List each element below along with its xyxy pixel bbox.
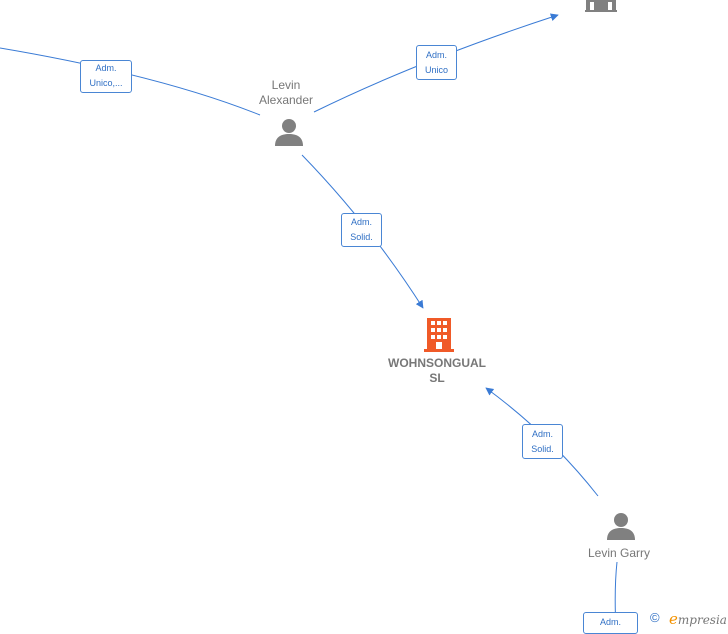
edge-label-line2: Solid. xyxy=(531,444,554,454)
company-name-line1: WOHNSONGUAL xyxy=(388,356,486,370)
person-icon[interactable] xyxy=(606,512,636,540)
edge-label-alexander-to-company[interactable]: Adm. Solid. xyxy=(341,213,382,247)
edge-label-line1: Adm. xyxy=(599,617,621,627)
company-building-icon[interactable] xyxy=(585,0,617,14)
edge-label-line2: Solid. xyxy=(350,232,373,242)
copyright-symbol: © xyxy=(650,610,660,625)
edge-label-top-right[interactable]: Adm. Unico xyxy=(416,45,457,80)
person-name-line1: Levin xyxy=(271,78,301,92)
edge-label-line1: Adm. xyxy=(95,63,117,73)
person-name-line2: Alexander xyxy=(258,93,314,107)
edge-label-line2: Unico xyxy=(424,65,448,75)
edge-label-line2: Unico,... xyxy=(89,78,123,88)
person-icon[interactable] xyxy=(274,118,304,146)
company-building-icon[interactable] xyxy=(424,318,454,352)
empresia-logo[interactable]: empresia xyxy=(669,610,727,628)
company-name-wohnsongual[interactable]: WOHNSONGUAL SL xyxy=(382,356,492,386)
edge-label-garry-to-company[interactable]: Adm. Solid. xyxy=(522,424,563,459)
edge-label-line1: Adm. xyxy=(531,429,553,439)
edge-label-line1: Adm. xyxy=(350,217,372,227)
edge-label-line1: Adm. xyxy=(425,50,447,60)
edge-label-top-left[interactable]: Adm. Unico,... xyxy=(80,60,132,93)
brand-rest: mpresia xyxy=(677,613,727,627)
person-name-levin-alexander[interactable]: Levin Alexander xyxy=(246,78,326,108)
company-name-line2: SL xyxy=(429,371,445,385)
edge-left-to-alexander xyxy=(0,47,261,116)
brand-initial: e xyxy=(669,610,678,628)
person-name-levin-garry[interactable]: Levin Garry xyxy=(587,546,651,560)
edge-label-bottom[interactable]: Adm. xyxy=(583,612,638,634)
